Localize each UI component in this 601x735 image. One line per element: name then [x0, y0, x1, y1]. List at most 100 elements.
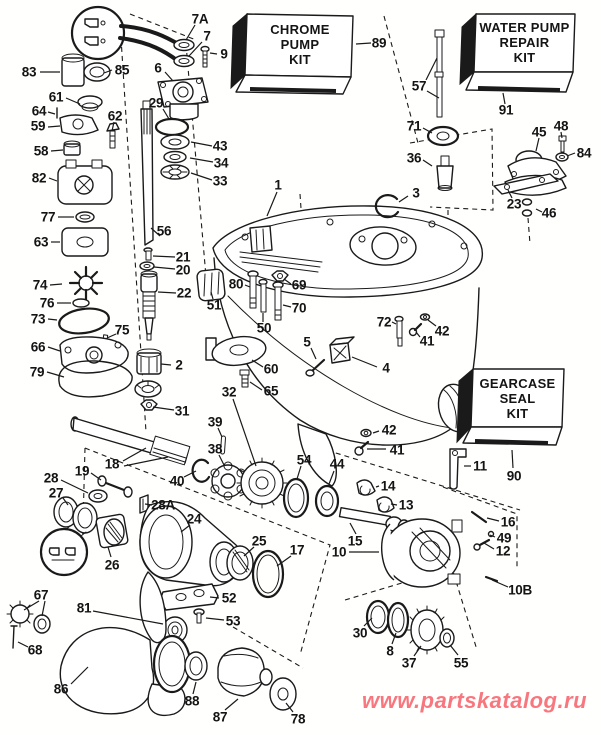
part-label-22: 22	[176, 285, 192, 301]
part-label-33: 33	[212, 173, 228, 189]
part-label-83: 83	[21, 64, 37, 80]
kit-line: PUMP	[280, 37, 320, 52]
o-ring-77	[75, 211, 95, 223]
washer-44	[314, 484, 340, 518]
shift-lever-11	[449, 448, 467, 490]
o-ring-29	[154, 117, 190, 137]
grommet-7a	[173, 38, 195, 52]
part-label-56: 56	[156, 223, 172, 239]
part-label-75: 75	[114, 322, 130, 338]
bearing-55	[439, 628, 455, 648]
screw-19	[97, 475, 133, 498]
gearcase-seal-kit-label: GEARCASE SEAL KIT	[471, 376, 564, 421]
part-label-13: 13	[398, 497, 414, 513]
part-label-74: 74	[32, 277, 48, 293]
part-label-66: 66	[30, 339, 46, 355]
part-label-24: 24	[186, 511, 202, 527]
kit-line: KIT	[513, 50, 536, 65]
part-label-65: 65	[263, 383, 279, 399]
part-label-59: 59	[30, 118, 46, 134]
part-label-28A: 28A	[151, 497, 175, 513]
part-label-64: 64	[31, 103, 47, 119]
part-label-62: 62	[107, 108, 123, 124]
bolt-80	[247, 270, 259, 309]
part-label-18: 18	[104, 456, 120, 472]
screw-9	[200, 45, 210, 68]
bearing-26	[95, 513, 129, 549]
washer-34	[163, 150, 187, 164]
water-pump-repair-kit-box	[459, 12, 576, 93]
washer-78	[269, 677, 297, 711]
screw-41-upper	[408, 322, 423, 337]
clamp-14	[356, 479, 376, 496]
part-label-79: 79	[29, 364, 45, 380]
kit-line: WATER PUMP	[479, 20, 570, 35]
part-label-20: 20	[175, 262, 191, 278]
washer-54	[282, 477, 310, 519]
part-label-76: 76	[39, 295, 55, 311]
pump-base-82	[57, 159, 113, 205]
castle-ring-2b	[134, 380, 162, 398]
stud-65	[239, 369, 250, 388]
part-label-46: 46	[541, 205, 557, 221]
chrome-pump-kit-box	[230, 12, 354, 95]
grommet-61	[77, 95, 103, 112]
part-label-45: 45	[531, 124, 547, 140]
gearcase-seal-kit-box	[456, 367, 565, 446]
part-label-84: 84	[576, 145, 592, 161]
screw-49-dot	[487, 530, 495, 538]
part-label-53: 53	[225, 613, 241, 629]
screw-53	[193, 608, 205, 624]
part-label-12: 12	[495, 543, 511, 559]
part-label-17: 17	[289, 542, 305, 558]
part-label-11: 11	[473, 458, 487, 474]
part-label-29: 29	[148, 95, 164, 111]
o-ring-76	[72, 298, 90, 308]
part-label-51: 51	[206, 297, 222, 313]
retaining-ring-3	[374, 194, 400, 219]
part-label-38: 38	[207, 441, 223, 457]
cylinder-83	[61, 53, 85, 87]
shift-rod-57	[434, 29, 445, 118]
part-label-78: 78	[290, 711, 306, 727]
part-label-15: 15	[347, 533, 363, 549]
part-label-89: 89	[371, 35, 387, 51]
part-label-4: 4	[382, 360, 390, 376]
clutch-dog-38	[210, 461, 246, 501]
part-label-32: 32	[221, 384, 237, 400]
part-label-5: 5	[303, 334, 311, 350]
water-intake-36	[436, 155, 454, 191]
part-label-39: 39	[207, 414, 223, 430]
part-label-30: 30	[352, 625, 368, 641]
part-label-10B: 10B	[508, 582, 532, 598]
o-ring-8	[386, 601, 410, 639]
washer-30	[365, 599, 391, 635]
part-label-58: 58	[33, 143, 49, 159]
screw-5	[305, 358, 326, 377]
part-label-1: 1	[274, 177, 282, 193]
pump-cover-6	[157, 77, 209, 121]
part-label-49: 49	[496, 530, 512, 546]
washer-43	[160, 134, 190, 150]
kit-line: SEAL	[499, 391, 536, 406]
plate-66	[59, 336, 129, 374]
part-label-63: 63	[33, 234, 49, 250]
part-label-52: 52	[221, 590, 237, 606]
kit-line: KIT	[289, 52, 311, 67]
part-label-10: 10	[331, 544, 347, 560]
part-label-16: 16	[500, 514, 516, 530]
gear-37	[406, 605, 448, 655]
part-label-41b: 41	[389, 442, 405, 458]
part-label-55: 55	[453, 655, 469, 671]
watermark[interactable]: www.partskatalog.ru	[362, 688, 588, 713]
seals-27	[53, 496, 98, 541]
part-label-14: 14	[380, 478, 396, 494]
part-label-44: 44	[329, 456, 345, 472]
part-label-25: 25	[251, 533, 267, 549]
nut-42-lower	[360, 428, 372, 438]
part-label-6: 6	[154, 60, 162, 76]
grommet-7	[173, 54, 195, 68]
part-label-7: 7	[203, 28, 211, 44]
impeller-74	[68, 265, 104, 301]
